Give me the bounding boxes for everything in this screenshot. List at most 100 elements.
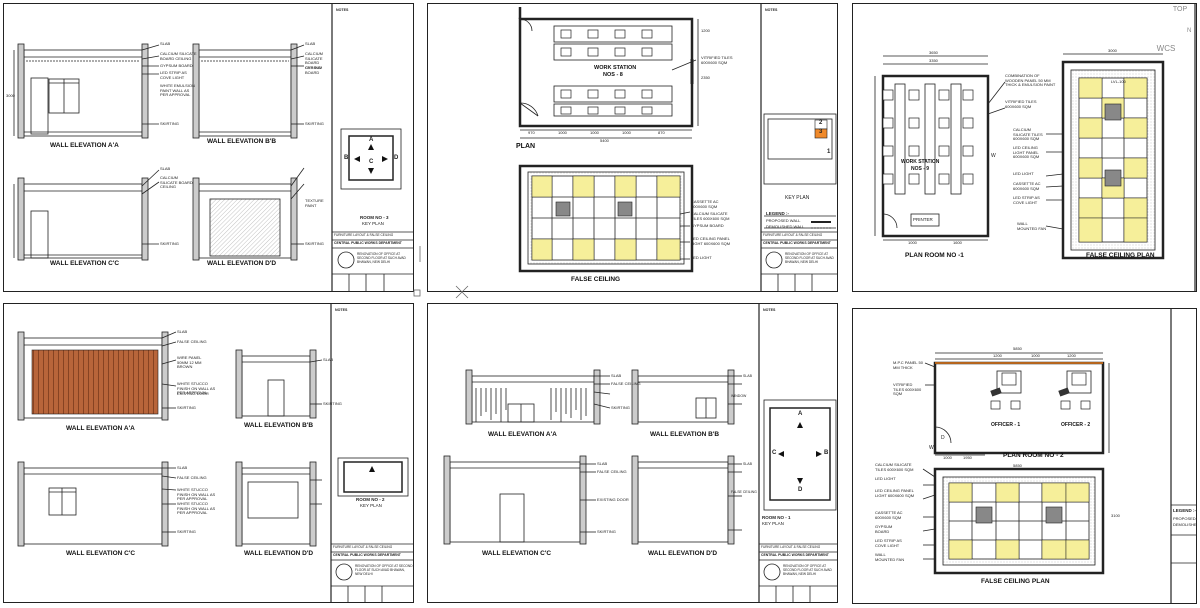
elevation-cc-title: WALL ELEVATION C'C <box>482 550 552 557</box>
dim-top-total: 5850 <box>1013 346 1022 351</box>
tb-notes: NOTES <box>765 8 778 12</box>
workstation-label: WORK STATION <box>594 65 637 71</box>
label-slab: SLAB <box>160 41 171 46</box>
dim-side: 3100 <box>1111 513 1120 518</box>
label-skirting-bb: SKIRTING <box>305 121 324 126</box>
room3-elevations-drawing <box>13 4 413 291</box>
false-ceiling-plan-title: FALSE CEILING PLAN <box>981 578 1050 585</box>
legend-label: LEGEND :- <box>1173 508 1196 513</box>
sheet-plan-room-1[interactable]: COMBINATION OF WOODEN PANEL 50 MM THICK … <box>852 3 1197 292</box>
label-slab-cc: SLAB <box>160 166 171 171</box>
elevation-bb-title: WALL ELEVATION B'B <box>207 138 277 145</box>
label-calcium-tiles: CALCIUM SILICATE TILES 600X600 SQM <box>875 462 914 472</box>
elevation-aa-title: WALL ELEVATION A'A <box>50 142 119 149</box>
label-false-ceiling-cc: FALSE CEILING <box>597 469 627 474</box>
tb-project: RENOVATION OF OFFICE AT SECOND FLOOR AT … <box>357 252 406 265</box>
label-vitrified: VITRIFIED TILES 600X600 SQM <box>893 382 922 396</box>
dim-2: 1000 <box>558 130 567 135</box>
label-white-emulsion: WHITE EMULSION PAINT WALL AS PER APPROVA… <box>160 83 195 97</box>
view-top-button[interactable]: TOP <box>1172 6 1188 13</box>
sheet-wall-elevations-room-1[interactable]: WALL ELEVATION A'A WALL ELEVATION B'B WA… <box>427 303 838 603</box>
sheet-plan-room-3[interactable]: WORK STATION NOS - 8 VITRIFIED TILES 600… <box>427 3 838 292</box>
tb-dept: CENTRAL PUBLIC WORKS DEPARTMENT <box>334 241 402 245</box>
plan-title: PLAN <box>516 143 536 150</box>
label-wire-panel: WIRE PANEL 50MM 12 MM BROWN <box>177 355 202 369</box>
wcs-button[interactable]: WCS <box>1156 44 1176 53</box>
sheet-plan-room-2[interactable]: M.P.C PANEL 50 MM THICK VITRIFIED TILES … <box>852 308 1197 604</box>
false-ceiling-title: FALSE CEILING <box>571 276 621 283</box>
label-skirting-cc: SKIRTING <box>160 241 179 246</box>
label-skirting: SKIRTING <box>160 121 179 126</box>
room-no-label: ROOM NO - 3 <box>360 215 389 220</box>
label-calcium-cc: CALCIUM SILICATE BOARD CEILING <box>160 175 193 189</box>
elevation-dd-title: WALL ELEVATION D'D <box>207 260 277 267</box>
room2-elevations-drawing <box>17 304 413 602</box>
label-slab: SLAB <box>611 373 622 378</box>
label-vitrified: VITRIFIED TILES 600X600 SQM <box>1005 99 1037 109</box>
label-skirting: SKIRTING <box>177 405 196 410</box>
dim-1: 970 <box>528 130 535 135</box>
tb-project: RENOVATION OF OFFICE AT SECOND FLOOR AT … <box>785 252 834 265</box>
key-b: B <box>344 155 349 161</box>
label-existing-door: EXISTING DOOR <box>597 497 629 502</box>
label-slab-dd: SLAB <box>743 462 752 466</box>
legend-label: LEGEND :- <box>766 211 789 216</box>
elevation-dd-title: WALL ELEVATION D'D <box>648 550 718 557</box>
dim-side-2: 2350 <box>701 75 710 80</box>
tb-dept: CENTRAL PUBLIC WORKS DEPARTMENT <box>761 553 829 557</box>
tb-dept: CENTRAL PUBLIC WORKS DEPARTMENT <box>333 553 401 557</box>
legend-proposed: PROPOSED <box>1173 516 1196 521</box>
label-led-panel: LED CEILING LIGHT PANEL 600X600 SQM <box>1013 145 1040 159</box>
label-skirting-dd: SKIRTING <box>305 241 324 246</box>
dim-bottom-2: 1600 <box>953 240 962 245</box>
legend-demolished-wall: DEMOLISHED WALL <box>766 224 805 229</box>
label-gypsum-board-bb: GYPSUM BOARD <box>305 65 323 75</box>
dim-fc: 3000 <box>1108 48 1117 53</box>
tb-notes: NOTES <box>336 8 349 12</box>
compass-north[interactable]: N <box>1187 28 1192 34</box>
label-calcium-tiles: CALCIUM SILICATE TILES 600X600 SQM <box>691 211 730 221</box>
key-plan-label: KEY PLAN <box>762 521 784 526</box>
label-gypsum: GYPSUM BOARD <box>875 524 893 534</box>
dim-bottom-1: 1000 <box>908 240 917 245</box>
label-gypsum-board: GYPSUM BOARD <box>160 63 193 68</box>
key-b: B <box>824 450 829 456</box>
false-ceiling-plan-title: FALSE CEILING PLAN <box>1086 252 1155 259</box>
plan-room-1-title: PLAN ROOM NO -1 <box>905 252 964 259</box>
label-vitrified: VITRIFIED TILES 600X600 SQM <box>701 55 733 65</box>
label-calcium-board: CALCIUM SILICATE BOARD CEILING <box>160 51 197 61</box>
label-slab-cc: SLAB <box>177 465 188 470</box>
dim-height-aa: 3000 <box>6 93 15 98</box>
label-cassette: CASSETTE AC 600X600 SQM <box>1013 181 1041 191</box>
sheet-wall-elevations-room-2[interactable]: WALL ELEVATION A'A WALL ELEVATION B'B WA… <box>3 303 414 603</box>
room1-plan-drawing <box>874 4 1196 291</box>
label-skirting-bb: SKIRTING <box>323 401 342 406</box>
tb-drawing: FURNITURE LAYOUT & FALSE CEILING <box>334 233 394 237</box>
workstation-label: WORK STATION <box>901 159 940 165</box>
dim-top-1: 3650 <box>929 50 938 55</box>
label-false-ceiling-dd: FALSE CEILING <box>731 490 757 494</box>
key-a: A <box>798 411 803 417</box>
dim-top-2: 3350 <box>929 58 938 63</box>
dim-w-1: 1000 <box>943 455 952 460</box>
dim-total: 5400 <box>600 138 609 143</box>
key-c: C <box>369 159 374 165</box>
tb-project: RENOVATION OF OFFICE AT SECOND FLOOR AT … <box>783 564 832 577</box>
mark-w: W <box>929 445 934 451</box>
dim-3: 1000 <box>590 130 599 135</box>
key-plan-label: KEY PLAN <box>360 503 382 508</box>
mark-d: D <box>941 435 945 441</box>
dim-w-2: 1950 <box>963 455 972 460</box>
elevation-dd-title: WALL ELEVATION D'D <box>244 550 314 557</box>
tb-project: RENOVATION OF OFFICE AT SECOND FLOOR AT … <box>355 564 413 577</box>
sheet-wall-elevations-room-3[interactable]: WALL ELEVATION A'A WALL ELEVATION B'B WA… <box>3 3 414 292</box>
room1-elevations-drawing <box>443 304 837 602</box>
label-white-stucco-cc2: WHITE STUCCO FINISH ON WALL AS PER APPRO… <box>177 501 216 515</box>
workstation-count: NOS - 8 <box>603 72 623 78</box>
dim-5: 870 <box>658 130 665 135</box>
label-led-light: LED LIGHT <box>1013 171 1034 176</box>
key-plan-label: KEY PLAN <box>362 221 384 226</box>
label-slab-bb: SLAB <box>323 357 334 362</box>
label-slab-bb: SLAB <box>743 374 752 378</box>
tb-dept: CENTRAL PUBLIC WORKS DEPARTMENT <box>763 241 831 245</box>
